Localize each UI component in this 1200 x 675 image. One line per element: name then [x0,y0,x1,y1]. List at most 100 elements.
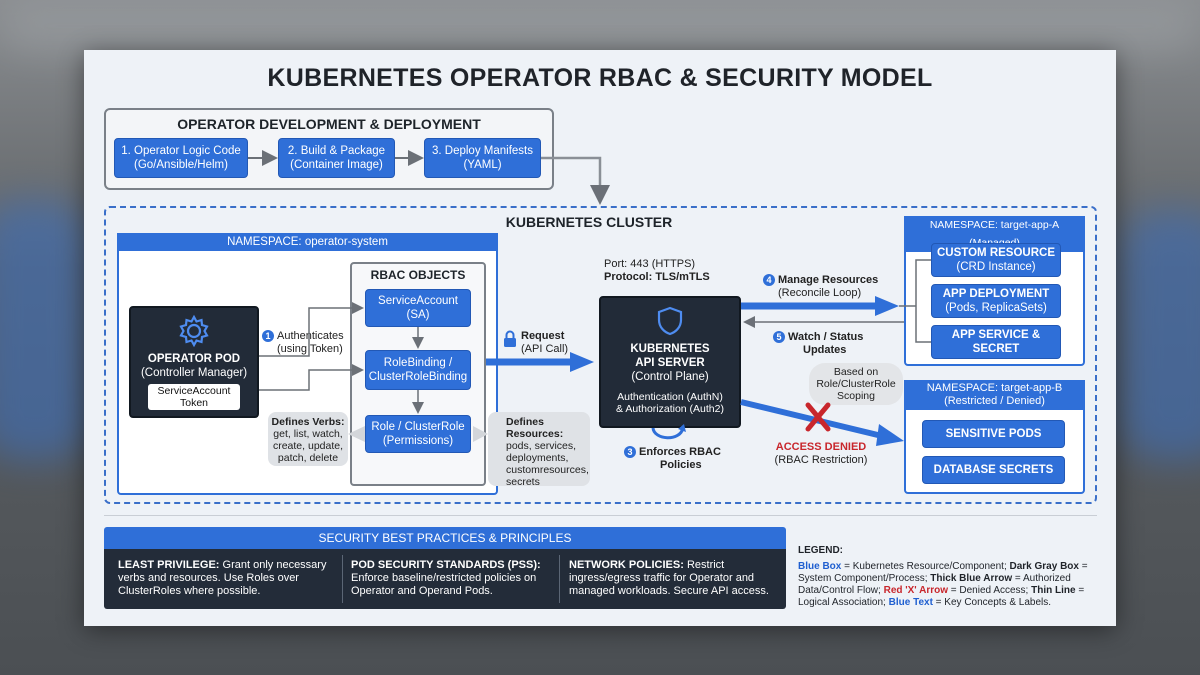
step-badge-1: 1 [262,330,274,343]
operator-pod-subtitle: (Controller Manager) [140,367,248,379]
shield-icon [657,306,683,336]
access-denied-label: ACCESS DENIED (RBAC Restriction) [766,441,876,467]
ns-a-custom-resource-line1: CUSTOM RESOURCE [937,247,1055,259]
enforce-line1: Enforces RBAC [639,446,721,458]
bp-divider-1 [342,555,343,603]
separator [104,515,1097,516]
api-server-labels: KUBERNETES API SERVER (Control Plane) Au… [599,342,741,415]
api-line1: KUBERNETES [630,343,710,355]
request-line2: (API Call) [521,343,569,355]
legend-text-1: = Kubernetes Resource/Component; [841,561,1010,572]
request-label: Request (API Call) [521,330,601,356]
legend-key-thick-arrow: Thick Blue Arrow [930,573,1013,584]
background-blur-right [1120,210,1200,460]
dev-step-build-line1: 2. Build & Package [287,145,386,157]
port-line1: Port: 443 (HTTPS) [604,258,696,270]
manage-line2: (Reconcile Loop) [778,287,862,299]
diagram-title: KUBERNETES OPERATOR RBAC & SECURITY MODE… [267,64,933,92]
rbac-role: Role / ClusterRole (Permissions) [365,415,471,453]
bp-pss-text: Enforce baseline/restricted policies on … [351,572,537,597]
legend-key-blue-box: Blue Box [798,561,842,572]
step-badge-5: 5 [773,331,785,344]
rbac-rb-line2: ClusterRoleBinding [368,371,468,383]
verbs-note-text: get, list, watch, create, update, patch,… [272,428,344,464]
protocol-line: Protocol: TLS/mTLS [604,271,710,283]
ns-a-app-deployment-line1: APP DEPLOYMENT [942,288,1050,300]
api-line2: API SERVER [635,357,705,369]
resources-note-text: pods, services, deployments, customresou… [506,440,589,488]
api-server [599,296,741,428]
rbac-sa-line1: ServiceAccount [378,295,458,307]
cluster-boundary [104,206,1097,504]
rbac-role-line1: Role / ClusterRole [371,421,465,433]
operator-pod-title: OPERATOR POD [147,353,241,365]
lock-icon [504,330,516,347]
ns-a-app-deployment: APP DEPLOYMENT (Pods, ReplicaSets) [931,284,1061,318]
bp-divider-2 [559,555,560,603]
dev-step-build: 2. Build & Package (Container Image) [278,138,395,178]
ns-b-heading-line2: (Restricted / Denied) [944,395,1045,407]
rbac-rb-line1: RoleBinding / [383,357,453,369]
ns-b-database-secrets: DATABASE SECRETS [922,456,1065,484]
ns-a-custom-resource: CUSTOM RESOURCE (CRD Instance) [931,243,1061,277]
bp-least-privilege: LEAST PRIVILEGE: Grant only necessary ve… [118,559,334,598]
diagram-card: KUBERNETES OPERATOR RBAC & SECURITY MODE… [84,50,1116,626]
ns-b-sensitive-pods: SENSITIVE PODS [922,420,1065,448]
legend-key-blue-text: Blue Text [888,597,933,608]
step-badge-4: 4 [763,274,775,287]
ns-target-app-b-heading: NAMESPACE: target-app-B (Restricted / De… [904,380,1085,410]
bp-pss-title: POD SECURITY STANDARDS (PSS): [351,559,541,571]
rbac-role-line2: (Permissions) [382,435,454,447]
legend-text-4: = Denied Access; [948,585,1032,596]
api-line3: (Control Plane) [631,371,709,383]
dev-step-code-line1: 1. Operator Logic Code [121,145,241,157]
authenticates-line2: (using Token) [277,343,343,355]
serviceaccount-token: ServiceAccount Token [148,384,240,410]
bp-network-policies: NETWORK POLICIES: Restrict ingress/egres… [569,559,779,598]
dev-step-deploy-line2: (YAML) [463,159,502,171]
access-denied-line1: ACCESS DENIED [775,441,867,453]
resources-note-title: Defines Resources: [506,416,564,440]
dev-step-code-line2: (Go/Ansible/Helm) [134,159,228,171]
bp-network-title: NETWORK POLICIES: [569,559,684,571]
port-label: Port: 443 (HTTPS) Protocol: TLS/mTLS [604,258,754,284]
ns-a-app-service: APP SERVICE & SECRET [931,325,1061,359]
legend-key-thin-line: Thin Line [1031,585,1076,596]
scoping-line1: Based on [833,366,879,378]
manage-line1: Manage Resources [778,274,879,286]
legend-text-3: = Authorized Data/Control Flow; [798,573,1071,596]
refresh-icon [651,424,686,440]
dev-heading: OPERATOR DEVELOPMENT & DEPLOYMENT [177,116,481,132]
rbac-rolebinding: RoleBinding / ClusterRoleBinding [365,350,471,390]
gear-icon [179,314,209,348]
ns-a-custom-resource-line2: (CRD Instance) [956,261,1036,273]
bp-network-text: Restrict ingress/egress traffic for Oper… [569,559,769,597]
api-line5: & Authorization (Auth2) [616,403,724,415]
dev-step-build-line2: (Container Image) [290,159,383,171]
scoping-line2: Role/ClusterRole [816,378,896,390]
best-practices-heading: SECURITY BEST PRACTICES & PRINCIPLES [104,527,786,549]
ns-operator-system-heading: NAMESPACE: operator-system [117,233,498,251]
dev-step-deploy-line1: 3. Deploy Manifests [432,145,533,157]
bp-least-privilege-title: LEAST PRIVILEGE: [118,559,220,571]
rbac-serviceaccount: ServiceAccount (SA) [365,289,471,327]
ns-a-app-deployment-line2: (Pods, ReplicaSets) [945,302,1047,314]
legend-text-6: = Key Concepts & Labels. [932,597,1052,608]
enforce-line2: Policies [660,459,702,471]
dev-step-deploy: 3. Deploy Manifests (YAML) [424,138,541,178]
step-badge-3: 3 [624,446,636,459]
resources-note: Defines Resources: pods, services, deplo… [488,412,590,488]
watch-line2: Updates [803,344,847,356]
rbac-heading: RBAC OBJECTS [370,268,466,282]
ns-b-heading-line1: NAMESPACE: target-app-B [926,382,1063,394]
legend-heading: LEGEND: [798,545,843,556]
watch-line1: Watch / Status [788,331,864,343]
operator-pod-labels: OPERATOR POD (Controller Manager) [129,352,259,380]
legend-text-2: = System Component/Process; [798,561,1088,584]
authenticates-line1: Authenticates [277,330,344,342]
cluster-heading: KUBERNETES CLUSTER [505,214,673,230]
